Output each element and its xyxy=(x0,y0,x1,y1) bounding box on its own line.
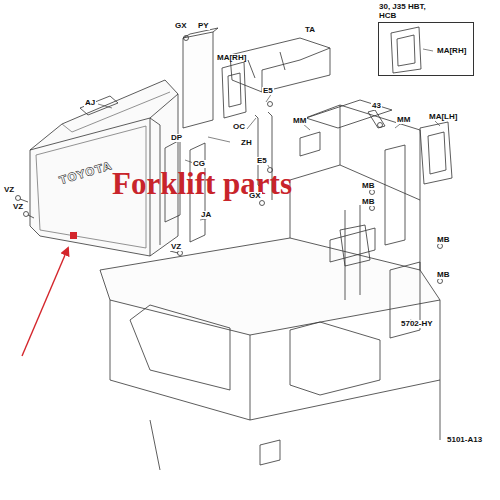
callout-code: JA xyxy=(200,211,212,219)
callout-code: MM xyxy=(292,117,307,125)
callout-code: GX xyxy=(174,22,188,30)
callout-code: MA[LH] xyxy=(428,113,458,121)
inset-heading: 30, J35 HBT, HCB xyxy=(379,3,427,21)
callout-code: AJ xyxy=(84,99,96,107)
callout-code: MM xyxy=(396,116,411,124)
inset-box: 30, J35 HBT, HCBMA[RH] xyxy=(378,22,474,76)
watermark: Forklift parts xyxy=(112,168,292,199)
callout-code: MB xyxy=(436,236,450,244)
callout-code: CG xyxy=(192,160,206,168)
callout-code: 43 xyxy=(371,102,382,110)
callout-code: VZ xyxy=(3,186,15,194)
callout-code: MB xyxy=(436,271,450,279)
callout-code: 5101-A13 xyxy=(446,436,483,444)
callout-code: TA xyxy=(304,26,316,34)
callout-code: GX xyxy=(248,192,262,200)
callout-code: MB xyxy=(361,198,375,206)
callout-code: E5 xyxy=(262,87,274,95)
callout-code: ZH xyxy=(240,139,253,147)
callout-code: OC xyxy=(232,123,246,131)
callout-code: PY xyxy=(197,22,210,30)
callout-code: MB xyxy=(361,182,375,190)
callout-code: MA[RH] xyxy=(216,54,247,62)
callout-code: E5 xyxy=(256,157,268,165)
callout-code: VZ xyxy=(12,203,24,211)
callout-code: 5702-HY xyxy=(400,320,434,328)
part-code: MA[RH] xyxy=(437,47,466,55)
callout-code: DP xyxy=(170,134,183,142)
callout-code: VZ xyxy=(170,243,182,251)
